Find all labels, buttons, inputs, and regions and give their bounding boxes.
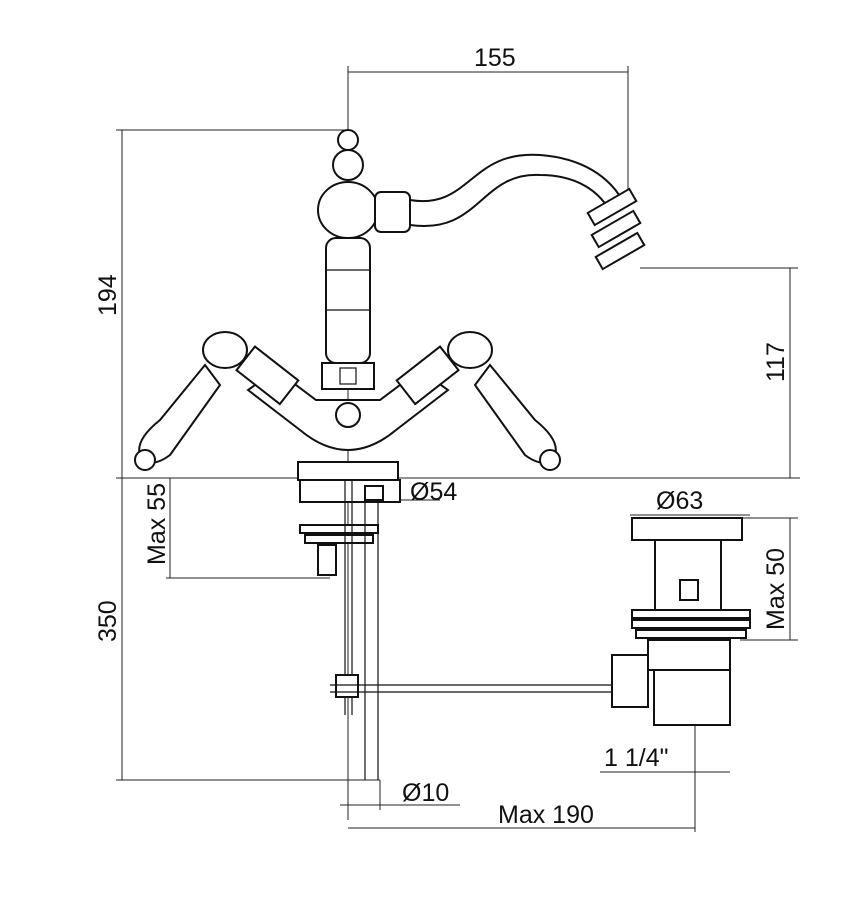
drain-diameter-label: Ø63 [656, 487, 703, 515]
tail-length-label: 350 [94, 600, 122, 642]
total-height-label: 194 [94, 274, 122, 316]
base-diameter-label: Ø54 [410, 478, 457, 506]
max-deck-thickness-label: Max 55 [143, 483, 171, 565]
spout-height-label: 117 [762, 342, 790, 382]
spout-reach-label: 155 [474, 44, 516, 72]
rod-diameter-label: Ø10 [402, 779, 449, 807]
max-rod-distance-label: Max 190 [498, 801, 594, 829]
faucet-tailpieces [299, 479, 620, 780]
pop-up-waste [611, 517, 751, 726]
drain-max-thickness-label: Max 50 [762, 548, 790, 630]
dimension-labels: 155 194 117 Max 55 Ø54 350 Ø63 Max 50 1 … [94, 44, 790, 829]
drain-thread-label: 1 1/4" [604, 744, 668, 772]
faucet-body [134, 129, 646, 481]
